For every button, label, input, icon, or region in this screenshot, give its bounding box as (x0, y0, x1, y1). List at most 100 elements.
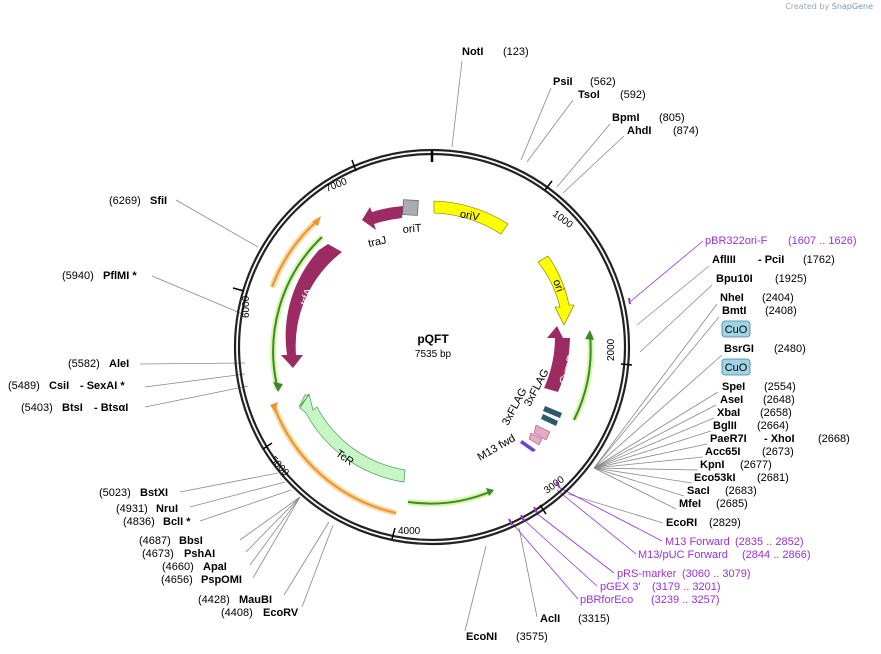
site-PaeR7I-pos: (2668) (818, 433, 850, 445)
primer-labels: pBR322ori-F (1607 .. 1626) M13 Forward (… (580, 235, 857, 606)
site-CsiI-pos: (5489) (8, 380, 40, 392)
site-AseI: AseI (720, 394, 743, 406)
site-AflIII: AflIII (712, 254, 736, 266)
feature-ori (537, 255, 575, 326)
site-BclI-pos: (4836) (123, 516, 155, 528)
site-BtsI: BtsI (62, 402, 83, 414)
site-AclI: AclI (540, 613, 560, 625)
feature-m13-fwd-arrow (520, 440, 536, 452)
site-SpeI: SpeI (722, 381, 745, 393)
site-Acc65I-pos: (2673) (762, 446, 794, 458)
primer-pBRforEco: pBRforEco (580, 594, 633, 606)
marker-arc-right-arrowhead (585, 330, 594, 340)
tick-marks (232, 159, 633, 540)
plasmid-length: 7535 bp (415, 349, 452, 360)
cuo-box-1 (721, 320, 751, 338)
site-SacI-pos: (2683) (725, 485, 757, 497)
site-Acc65I: Acc65I (705, 446, 740, 458)
credit-prefix: Created by (785, 2, 830, 11)
primer-pBR322ori-F: pBR322ori-F (705, 235, 768, 247)
feature-flag-pink-1 (533, 424, 551, 441)
marker-arc-right (573, 334, 592, 421)
site-labels: NotI (123) PsiI (562) TsoI (592) BpmI (8… (8, 46, 850, 643)
promoter-arc-lower-glow (271, 404, 397, 516)
site-PflMI-pos: (5940) (62, 270, 94, 282)
site-EcoNI: EcoNI (466, 631, 497, 643)
marker-arc-bottom (407, 490, 493, 505)
site-PspOMI: PspOMI (201, 574, 242, 586)
site-CsiI: CsiI (49, 380, 69, 392)
primer-M13-pUC-Forward: M13/pUC Forward (638, 549, 728, 561)
site-BclI: BclI * (163, 516, 191, 528)
credit-brand: SnapGene (831, 2, 873, 11)
site-EcoRV: EcoRV (263, 607, 299, 619)
site-BmtI: BmtI (722, 305, 746, 317)
promoter-arc-upper (271, 219, 319, 288)
site-EcoRI: EcoRI (666, 517, 697, 529)
site-EcoNI-pos: (3575) (516, 631, 548, 643)
feature-flag-tag-2 (541, 414, 558, 426)
site-BpmI: BpmI (612, 112, 640, 124)
cuo-label-1: CuO (725, 324, 748, 336)
promoter-arc-lower (273, 405, 397, 514)
primer-pRS-marker: pRS-marker (617, 568, 677, 580)
credit-watermark: Created by SnapGene (785, 2, 873, 11)
site-MauBI: MauBI (239, 594, 272, 606)
primer-marks (508, 297, 631, 526)
feature-flag-tag-1 (543, 406, 562, 418)
site-PsiI: PsiI (553, 76, 573, 88)
site-SpeI-pos: (2554) (764, 381, 796, 393)
feature-flag-pink-2 (528, 432, 543, 446)
primer-pBR322ori-F-range: (1607 .. 1626) (788, 235, 857, 247)
tick-label-2000: 2000 (606, 338, 617, 361)
site-AhdI-pos: (874) (673, 125, 699, 137)
site-BstXI: BstXI (140, 487, 168, 499)
site-XbaI: XbaI (717, 407, 740, 419)
site-AclI-pos: (3315) (578, 613, 610, 625)
feature-oriV-label: oriV (459, 208, 481, 223)
primer-M13-Forward-range: (2835 .. 2852) (735, 536, 804, 548)
site-BsrGI-pos: (2480) (774, 343, 806, 355)
site-EcoRV-pos: (4408) (221, 607, 253, 619)
promoter-arc-lower-arrowhead (270, 402, 278, 412)
site-SacI: SacI (687, 485, 710, 497)
feature-trfA-label: trfA (298, 286, 315, 307)
site-NheI: NheI (720, 292, 744, 304)
feature-traJ (362, 206, 403, 230)
primer-M13-Forward: M13 Forward (665, 536, 730, 548)
site-Eco53kI-pos: (2681) (757, 472, 789, 484)
site-SfiI-pos: (6269) (109, 195, 141, 207)
site-AseI-pos: (2648) (763, 394, 795, 406)
primer-pBRforEco-range: (3239 .. 3257) (651, 594, 720, 606)
site-Bpu10I: Bpu10I (716, 273, 753, 285)
site-BstXI-pos: (5023) (99, 487, 131, 499)
site-SfiI: SfiI (150, 195, 167, 207)
site-BmtI-pos: (2408) (765, 305, 797, 317)
feature-flag-label-2: 3xFLAG (500, 386, 530, 427)
feature-oriV (433, 200, 509, 235)
site-CsiI-extra: - SexAI * (80, 380, 125, 392)
site-BsrGI: BsrGI (724, 343, 754, 355)
feature-m13-fwd-label: M13 fwd (476, 432, 518, 463)
feature-oriT-label: oriT (402, 222, 422, 236)
site-PaeR7I: PaeR7I (710, 433, 747, 445)
site-PshAI-pos: (4673) (142, 548, 174, 560)
leader-lines (139, 60, 723, 632)
site-PshAI: PshAI (184, 548, 215, 560)
site-MauBI-pos: (4428) (198, 594, 230, 606)
site-TsoI-pos: (592) (620, 89, 646, 101)
site-NheI-pos: (2404) (762, 292, 794, 304)
site-BglII-pos: (2664) (757, 420, 789, 432)
cuo-label-2: CuO (725, 362, 748, 374)
site-NruI: NruI (156, 503, 178, 515)
site-ApaI: ApaI (203, 561, 227, 573)
site-ApaI-pos: (4660) (162, 561, 194, 573)
site-MfeI-pos: (2685) (716, 498, 748, 510)
site-PflMI: PflMI * (103, 270, 137, 282)
primer-pGEX-3-range: (3179 .. 3201) (652, 581, 721, 593)
site-PaeR7I-extra: - XhoI (764, 433, 795, 445)
site-Eco53kI: Eco53kI (694, 472, 736, 484)
site-NotI: NotI (462, 46, 483, 58)
primer-leader-lines (511, 240, 704, 600)
